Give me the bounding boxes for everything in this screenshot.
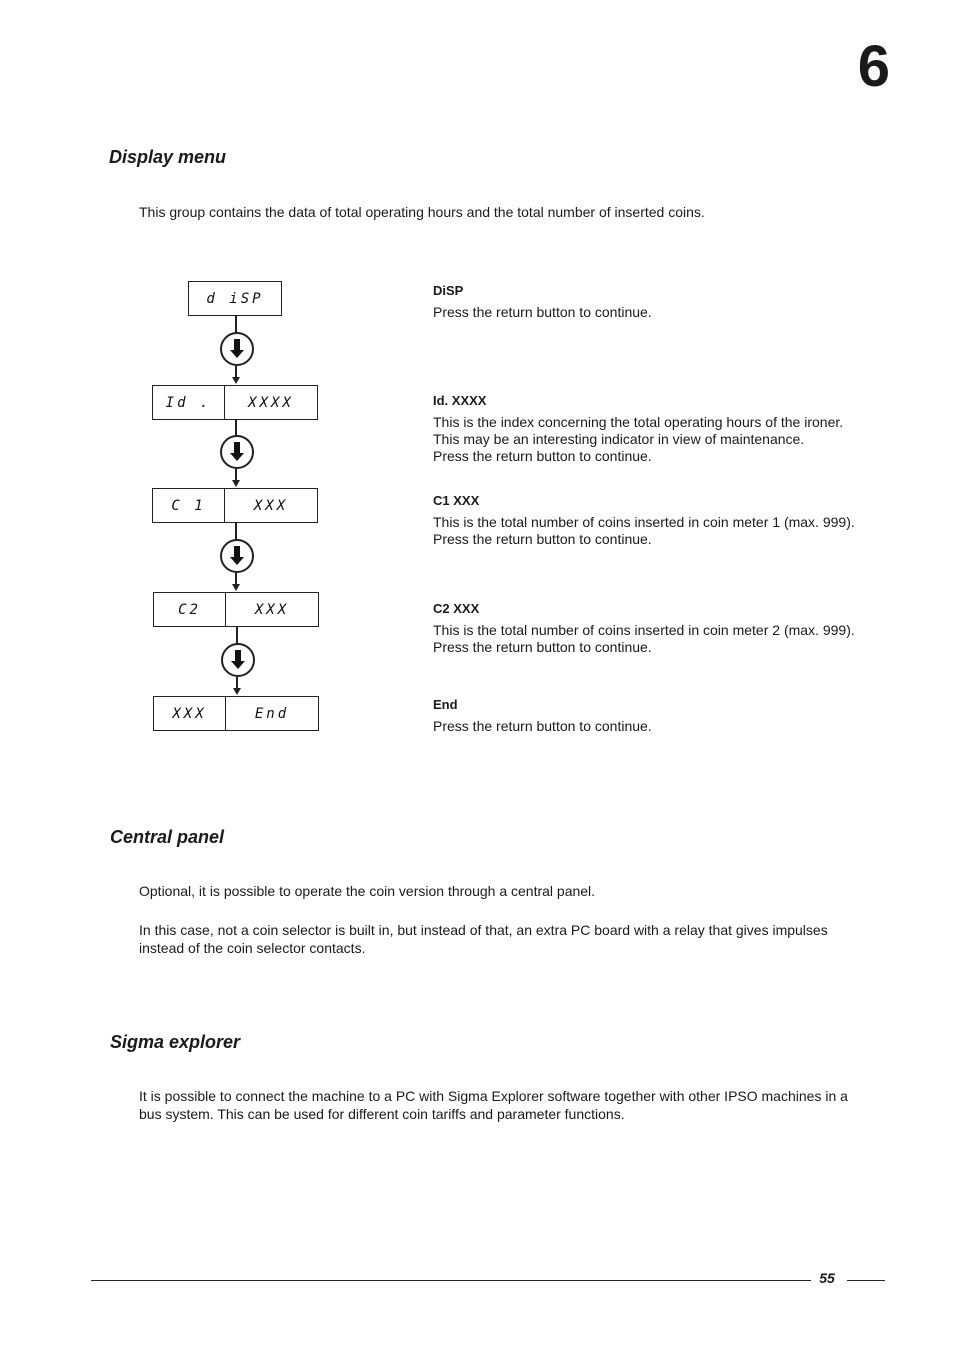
sigma-explorer-para: It is possible to connect the machine to… [139,1087,879,1123]
central-panel-para2-line: In this case, not a coin selector is bui… [139,922,828,938]
return-button-icon [221,643,255,677]
sigma-explorer-para-line: It is possible to connect the machine to… [139,1088,848,1104]
desc-c2: C2 XXX This is the total number of coins… [433,600,893,656]
desc-c1-title: C1 XXX [433,493,480,508]
desc-end: End Press the return button to continue. [433,696,893,735]
desc-c1: C1 XXX This is the total number of coins… [433,492,893,548]
desc-disp-line: Press the return button to continue. [433,304,652,320]
central-panel-para1: Optional, it is possible to operate the … [139,883,596,899]
return-button-icon [220,539,254,573]
central-panel-para2: In this case, not a coin selector is bui… [139,921,879,957]
display-disp-text: d iSP [206,290,264,307]
display-c2-value: XXX [225,593,318,626]
page-number: 55 [819,1270,835,1286]
desc-id-line: Press the return button to continue. [433,448,652,464]
display-disp: d iSP [188,281,282,316]
sigma-explorer-para-line: bus system. This can be used for differe… [139,1106,625,1122]
footer-rule [91,1280,811,1281]
footer-rule-right [847,1280,885,1281]
desc-c1-line: Press the return button to continue. [433,531,652,547]
display-end: XXX End [153,696,319,731]
display-c1-value: XXX [224,489,317,522]
chapter-number: 6 [857,34,890,99]
desc-disp: DiSP Press the return button to continue… [433,282,893,321]
desc-disp-title: DiSP [433,283,464,298]
display-end-label: End [225,697,318,730]
display-c2: C2 XXX [153,592,319,627]
return-button-icon [220,332,254,366]
display-end-value: XXX [172,705,207,722]
desc-id-title: Id. XXXX [433,393,487,408]
display-menu-heading: Display menu [109,147,227,167]
display-c1: C 1 XXX [152,488,318,523]
desc-c2-title: C2 XXX [433,601,480,616]
return-button-icon [220,435,254,469]
display-menu-flow-diagram: d iSP Id . XXXX C 1 XXX C2 XXX XXX End [140,270,340,750]
display-id: Id . XXXX [152,385,318,420]
central-panel-heading: Central panel [110,827,225,847]
desc-id-line: This is the index concerning the total o… [433,414,844,430]
desc-c2-line: Press the return button to continue. [433,639,652,655]
desc-id-line: This may be an interesting indicator in … [433,431,805,447]
desc-end-line: Press the return button to continue. [433,718,652,734]
desc-c2-line: This is the total number of coins insert… [433,622,855,638]
desc-c1-line: This is the total number of coins insert… [433,514,855,530]
sigma-explorer-heading: Sigma explorer [110,1032,241,1052]
desc-id: Id. XXXX This is the index concerning th… [433,392,893,465]
display-c2-label: C2 [178,601,201,618]
desc-end-title: End [433,697,458,712]
display-menu-intro: This group contains the data of total op… [139,204,705,220]
display-c1-label: C 1 [171,497,206,514]
central-panel-para2-line: instead of the coin selector contacts. [139,940,366,956]
display-id-value: XXXX [224,386,317,419]
display-id-label: Id . [165,394,212,411]
